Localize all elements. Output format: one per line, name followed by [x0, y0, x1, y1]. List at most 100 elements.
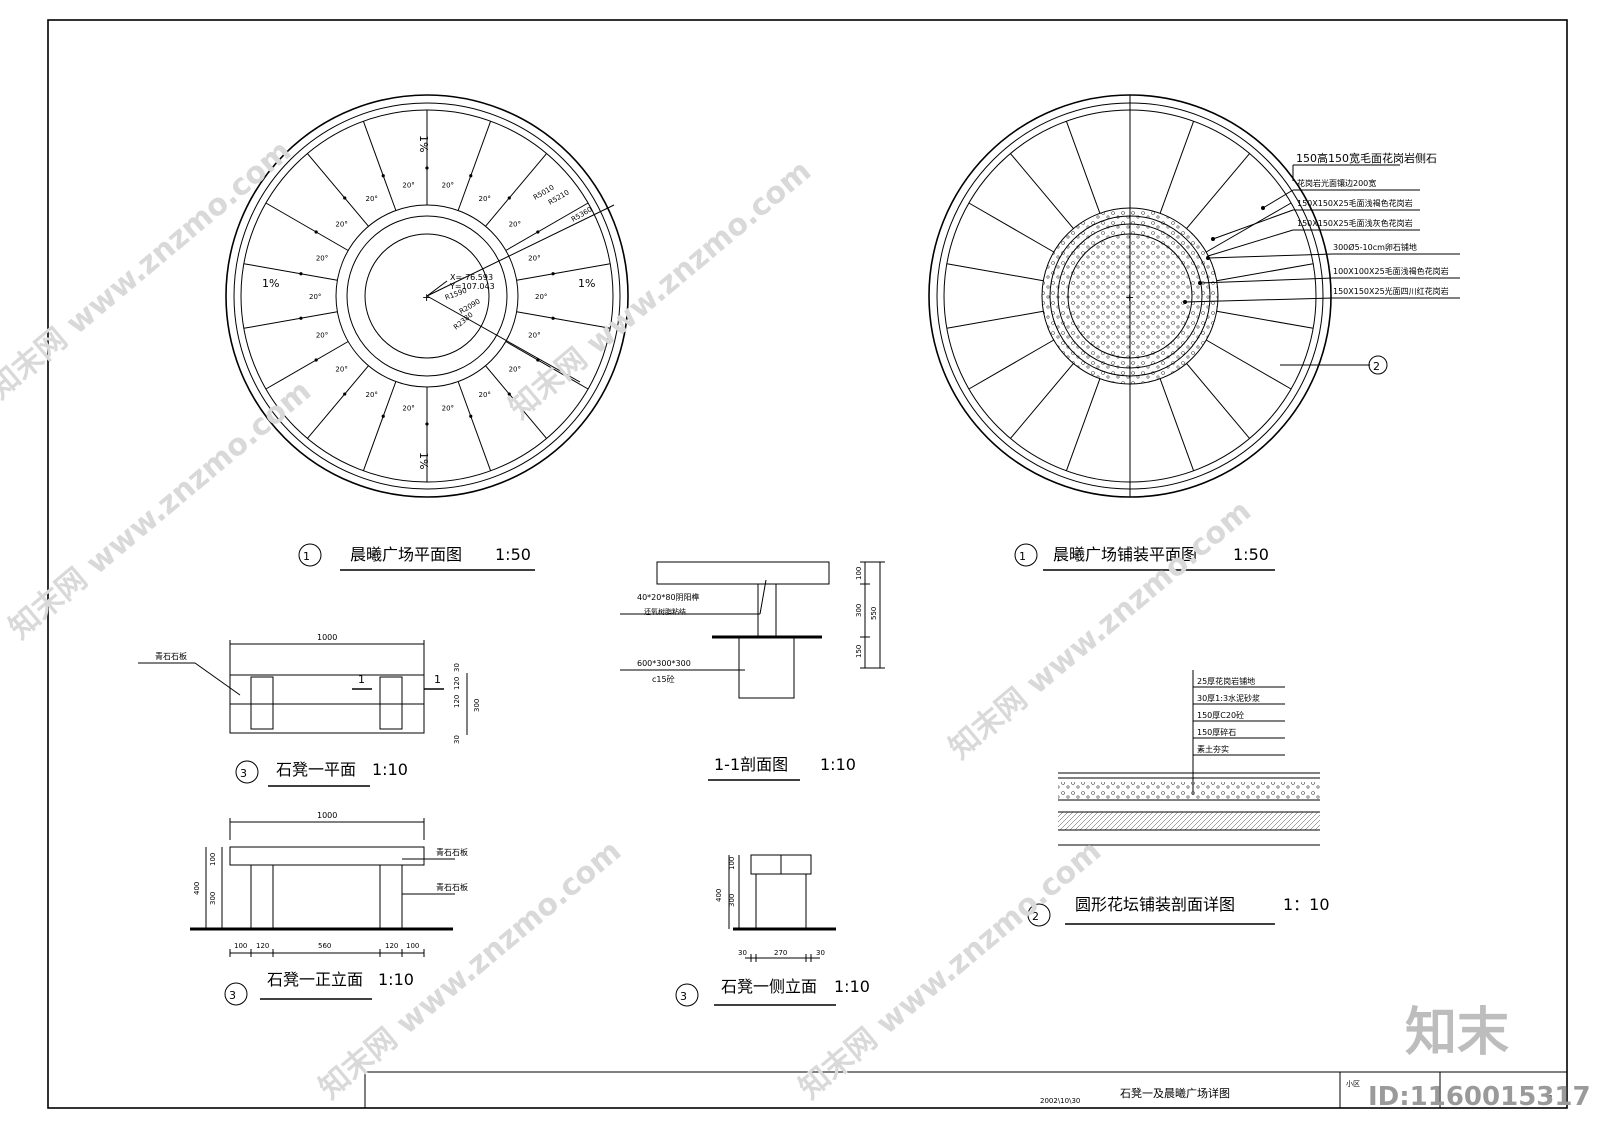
radial-joint [505, 341, 589, 390]
paving-section-title-block: 2 圆形花坛铺装剖面详图 1：10 [1027, 895, 1330, 927]
section-dim-3: 150 [855, 645, 863, 658]
bench-plan-number: 3 [240, 767, 247, 780]
angle-label: 20° [309, 293, 321, 301]
joint-dot [314, 358, 318, 362]
bench-side-dim-h3: 400 [715, 889, 723, 902]
angle-label: 20° [335, 366, 347, 374]
bench-front-dim-h1: 100 [209, 853, 217, 866]
paving-note-2: 花岗岩光面镶边200宽 [1297, 178, 1376, 188]
paving-title: 晨曦广场铺装平面图 [1053, 545, 1197, 564]
radial-joint [243, 311, 338, 329]
radial-joint [265, 202, 349, 251]
radial-joint [485, 153, 547, 227]
bench-front-dim-b1: 100 [234, 942, 247, 950]
bench-front-dim-top: 1000 [317, 811, 337, 820]
brand-logo: 知末 [1405, 1003, 1509, 1063]
radial-joint [1065, 121, 1101, 214]
section-note-2: 600*300*300 [637, 659, 691, 668]
bench-front-title: 石凳一正立面 [267, 970, 363, 989]
bench-side-dim-h2: 300 [728, 894, 736, 907]
bench-plan-cut-1: 1 [358, 673, 365, 686]
layer-4: 150厚碎石 [1197, 727, 1236, 737]
paving-scale: 1:50 [1233, 545, 1269, 564]
radial-joint [1205, 339, 1292, 390]
section-note-1: 40*20*80阴阳榫 [637, 592, 700, 602]
angle-label: 20° [402, 182, 414, 190]
angle-label: 20° [366, 391, 378, 399]
bench-plan: 1000 青石石板 1 1 30 120 120 30 300 [138, 633, 481, 744]
radial-joint [946, 263, 1044, 282]
paving-title-block: 1 晨曦广场铺装平面图 1:50 [1014, 543, 1275, 571]
bench-plan-dim-side-4: 30 [453, 735, 461, 744]
radial-joint [307, 365, 369, 439]
paving-plan: + [928, 94, 1332, 498]
title-block: 石凳一及晨曦广场详图 2002\10\30 小区 3 [364, 1071, 1567, 1108]
coord-x: X=-76.593 [450, 273, 493, 282]
bench-plan-cut-2: 1 [434, 673, 441, 686]
layer-1: 25厚花岗岩铺地 [1197, 676, 1255, 686]
paving-section-number: 2 [1032, 910, 1039, 923]
joint-dot [381, 414, 385, 418]
paving-section-title: 圆形花坛铺装剖面详图 [1075, 895, 1235, 914]
bench-front-dim-b2: 120 [256, 942, 269, 950]
radial-joint [457, 381, 492, 471]
joint-dot [299, 272, 303, 276]
angle-label: 20° [366, 195, 378, 203]
plan-scale: 1:50 [495, 545, 531, 564]
paving-note-4: 150X150X25毛面浅灰色花岗岩 [1297, 218, 1413, 228]
paving-ref-number: 2 [1373, 360, 1380, 373]
angle-label: 20° [528, 254, 540, 262]
slope-label-bottom: 1% [417, 452, 430, 469]
bench-plan-dim-side-2: 120 [453, 677, 461, 690]
paving-centre: + [1125, 291, 1134, 304]
angle-label: 20° [535, 293, 547, 301]
slope-label-right: 1% [578, 277, 595, 290]
angle-label: 20° [509, 366, 521, 374]
paving-note-3: 150X150X25毛面浅褐色花岗岩 [1297, 198, 1413, 208]
bench-side-elevation: 100 300 400 30 270 30 [715, 854, 836, 962]
bench-front-dim-h2: 300 [209, 892, 217, 905]
watermark-4: 知末网 www.znzmo.com [943, 494, 1258, 767]
bench-front-label-1: 青石石板 [436, 847, 468, 857]
slope-label-left: 1% [262, 277, 279, 290]
paving-note-1: 150高150宽毛面花岗岩侧石 [1296, 151, 1437, 165]
paving-notes: 150高150宽毛面花岗岩侧石 花岗岩光面镶边200宽 150X150X25毛面… [1183, 151, 1460, 375]
joint-dot [551, 316, 555, 320]
bench-front-label-2: 青石石板 [436, 882, 468, 892]
bench-plan-label: 青石石板 [155, 651, 187, 661]
radial-joint [968, 202, 1055, 253]
section-title-block: 1-1剖面图 1:10 [708, 755, 856, 781]
radial-joint [1159, 378, 1195, 471]
bench-front-dim-b4: 120 [385, 942, 398, 950]
project-name: 小区 [1346, 1079, 1360, 1088]
paving-note-6: 100X100X25毛面浅褐色花岗岩 [1333, 266, 1449, 276]
radial-joint [516, 311, 611, 329]
joint-dot [299, 316, 303, 320]
bench-plan-dim-side-3: 120 [453, 695, 461, 708]
section-1-1: 40*20*80阴阳榫 还氧树脂粘结 600*300*300 c15砼 100 … [620, 561, 885, 699]
angle-label: 20° [316, 254, 328, 262]
radial-joint [968, 339, 1055, 390]
joint-dot [381, 174, 385, 178]
plan-angle-labels: 20°20°20°20°20°20°20°20°20°20°20°20°20°2… [309, 182, 547, 413]
bench-plan-scale: 1:10 [372, 760, 408, 779]
watermark-1: 知末网 www.znzmo.com [0, 134, 298, 407]
section-scale: 1:10 [820, 755, 856, 774]
radial-joint [505, 202, 589, 251]
bench-front-dim-b3: 560 [318, 942, 331, 950]
section-note-2b: c15砼 [652, 674, 675, 684]
bench-front-elevation: 1000 100 300 400 青石石板 青石石板 100 120 560 1… [190, 811, 468, 957]
section-note-1b: 还氧树脂粘结 [644, 607, 686, 616]
angle-label: 20° [442, 404, 454, 412]
angle-label: 20° [479, 195, 491, 203]
bench-side-scale: 1:10 [834, 977, 870, 996]
radial-joint [265, 341, 349, 390]
bench-plan-dim-side-1: 30 [453, 663, 461, 672]
radial-joint [1010, 363, 1074, 439]
radial-joint [1216, 310, 1314, 329]
paving-section-detail: 25厚花岗岩铺地 30厚1:3水泥砂浆 150厚C20砼 150厚碎石 素土夯实 [1058, 670, 1320, 846]
angle-label: 20° [479, 391, 491, 399]
bench-side-number: 3 [680, 990, 687, 1003]
angle-label: 20° [442, 182, 454, 190]
joint-dot [469, 414, 473, 418]
